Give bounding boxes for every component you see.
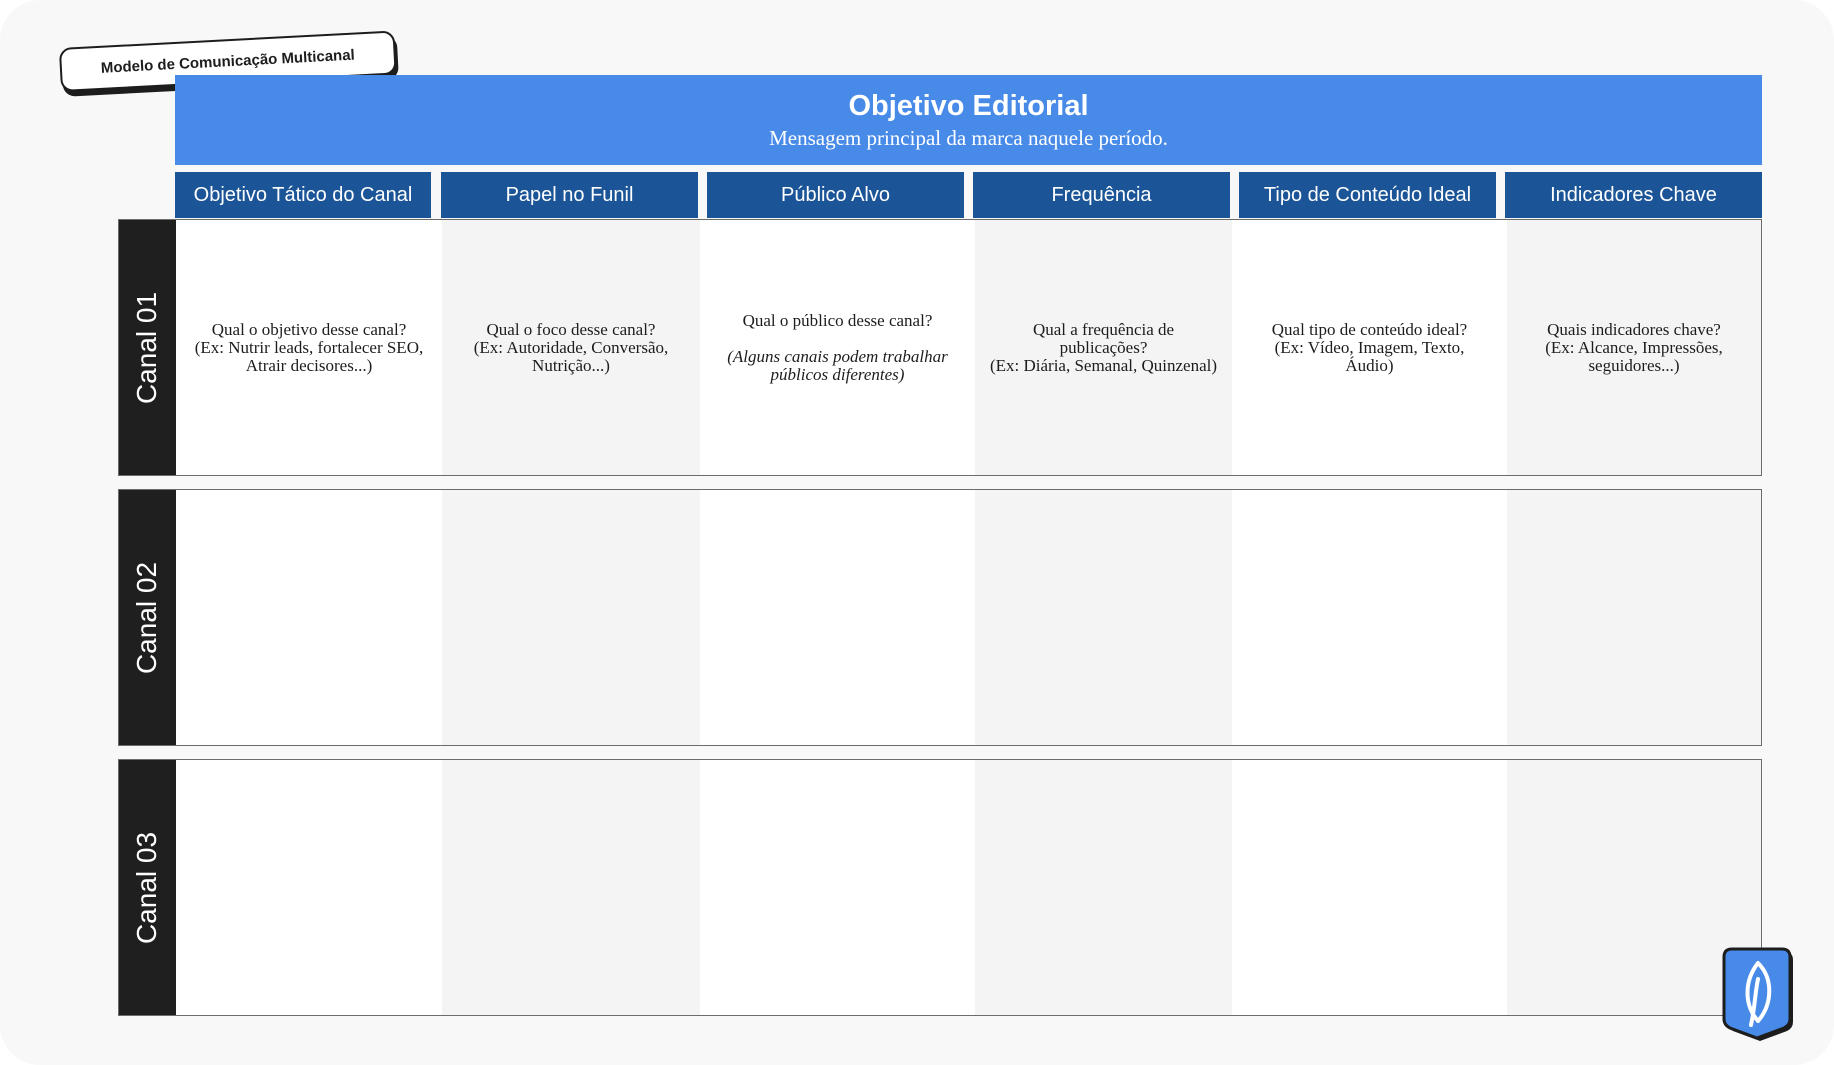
cell-papel[interactable] [442, 760, 700, 1015]
cell-indicadores[interactable] [1507, 760, 1761, 1015]
channel-row-1: Canal 01 Qual o objetivo desse canal? (E… [118, 219, 1762, 476]
row-label: Canal 02 [119, 490, 176, 745]
banner-title: Objetivo Editorial [848, 90, 1089, 122]
cell-publico[interactable] [700, 760, 975, 1015]
cell-indicadores[interactable]: Quais indicadores chave? (Ex: Alcance, I… [1507, 220, 1761, 475]
column-header-papel: Papel no Funil [441, 172, 698, 218]
column-header-publico: Público Alvo [707, 172, 964, 218]
cell-tipo-conteudo[interactable] [1232, 760, 1507, 1015]
cell-indicadores[interactable] [1507, 490, 1761, 745]
cell-publico[interactable]: Qual o público desse canal? (Alguns cana… [727, 310, 948, 384]
cell-objetivo[interactable]: Qual o objetivo desse canal? (Ex: Nutrir… [194, 319, 424, 375]
banner-subtitle: Mensagem principal da marca naquele perí… [769, 126, 1168, 150]
cell-frequencia[interactable] [975, 490, 1232, 745]
cell-objetivo[interactable] [176, 490, 442, 745]
column-header-frequencia: Frequência [973, 172, 1230, 218]
row-label: Canal 03 [119, 760, 176, 1015]
cell-objetivo[interactable] [176, 760, 442, 1015]
cell-tipo-conteudo[interactable]: Qual tipo de conteúdo ideal? (Ex: Vídeo,… [1271, 319, 1468, 375]
cell-publico[interactable] [700, 490, 975, 745]
cell-frequencia[interactable] [975, 760, 1232, 1015]
column-header-indicadores: Indicadores Chave [1505, 172, 1762, 218]
cell-note: (Alguns canais podem trabalhar públicos … [727, 346, 948, 384]
cell-papel[interactable] [442, 490, 700, 745]
column-header-objetivo: Objetivo Tático do Canal [175, 172, 431, 218]
cell-papel[interactable]: Qual o foco desse canal? (Ex: Autoridade… [442, 220, 700, 475]
cell-frequencia[interactable]: Qual a frequência de publicações? (Ex: D… [975, 220, 1232, 475]
channel-row-2: Canal 02 [118, 489, 1762, 746]
row-label: Canal 01 [119, 220, 176, 475]
editorial-objective-banner: Objetivo Editorial Mensagem principal da… [175, 75, 1762, 165]
leaf-shield-icon [1722, 947, 1793, 1041]
cell-tipo-conteudo[interactable] [1232, 490, 1507, 745]
channel-row-3: Canal 03 [118, 759, 1762, 1016]
column-header-tipo-conteudo: Tipo de Conteúdo Ideal [1239, 172, 1496, 218]
